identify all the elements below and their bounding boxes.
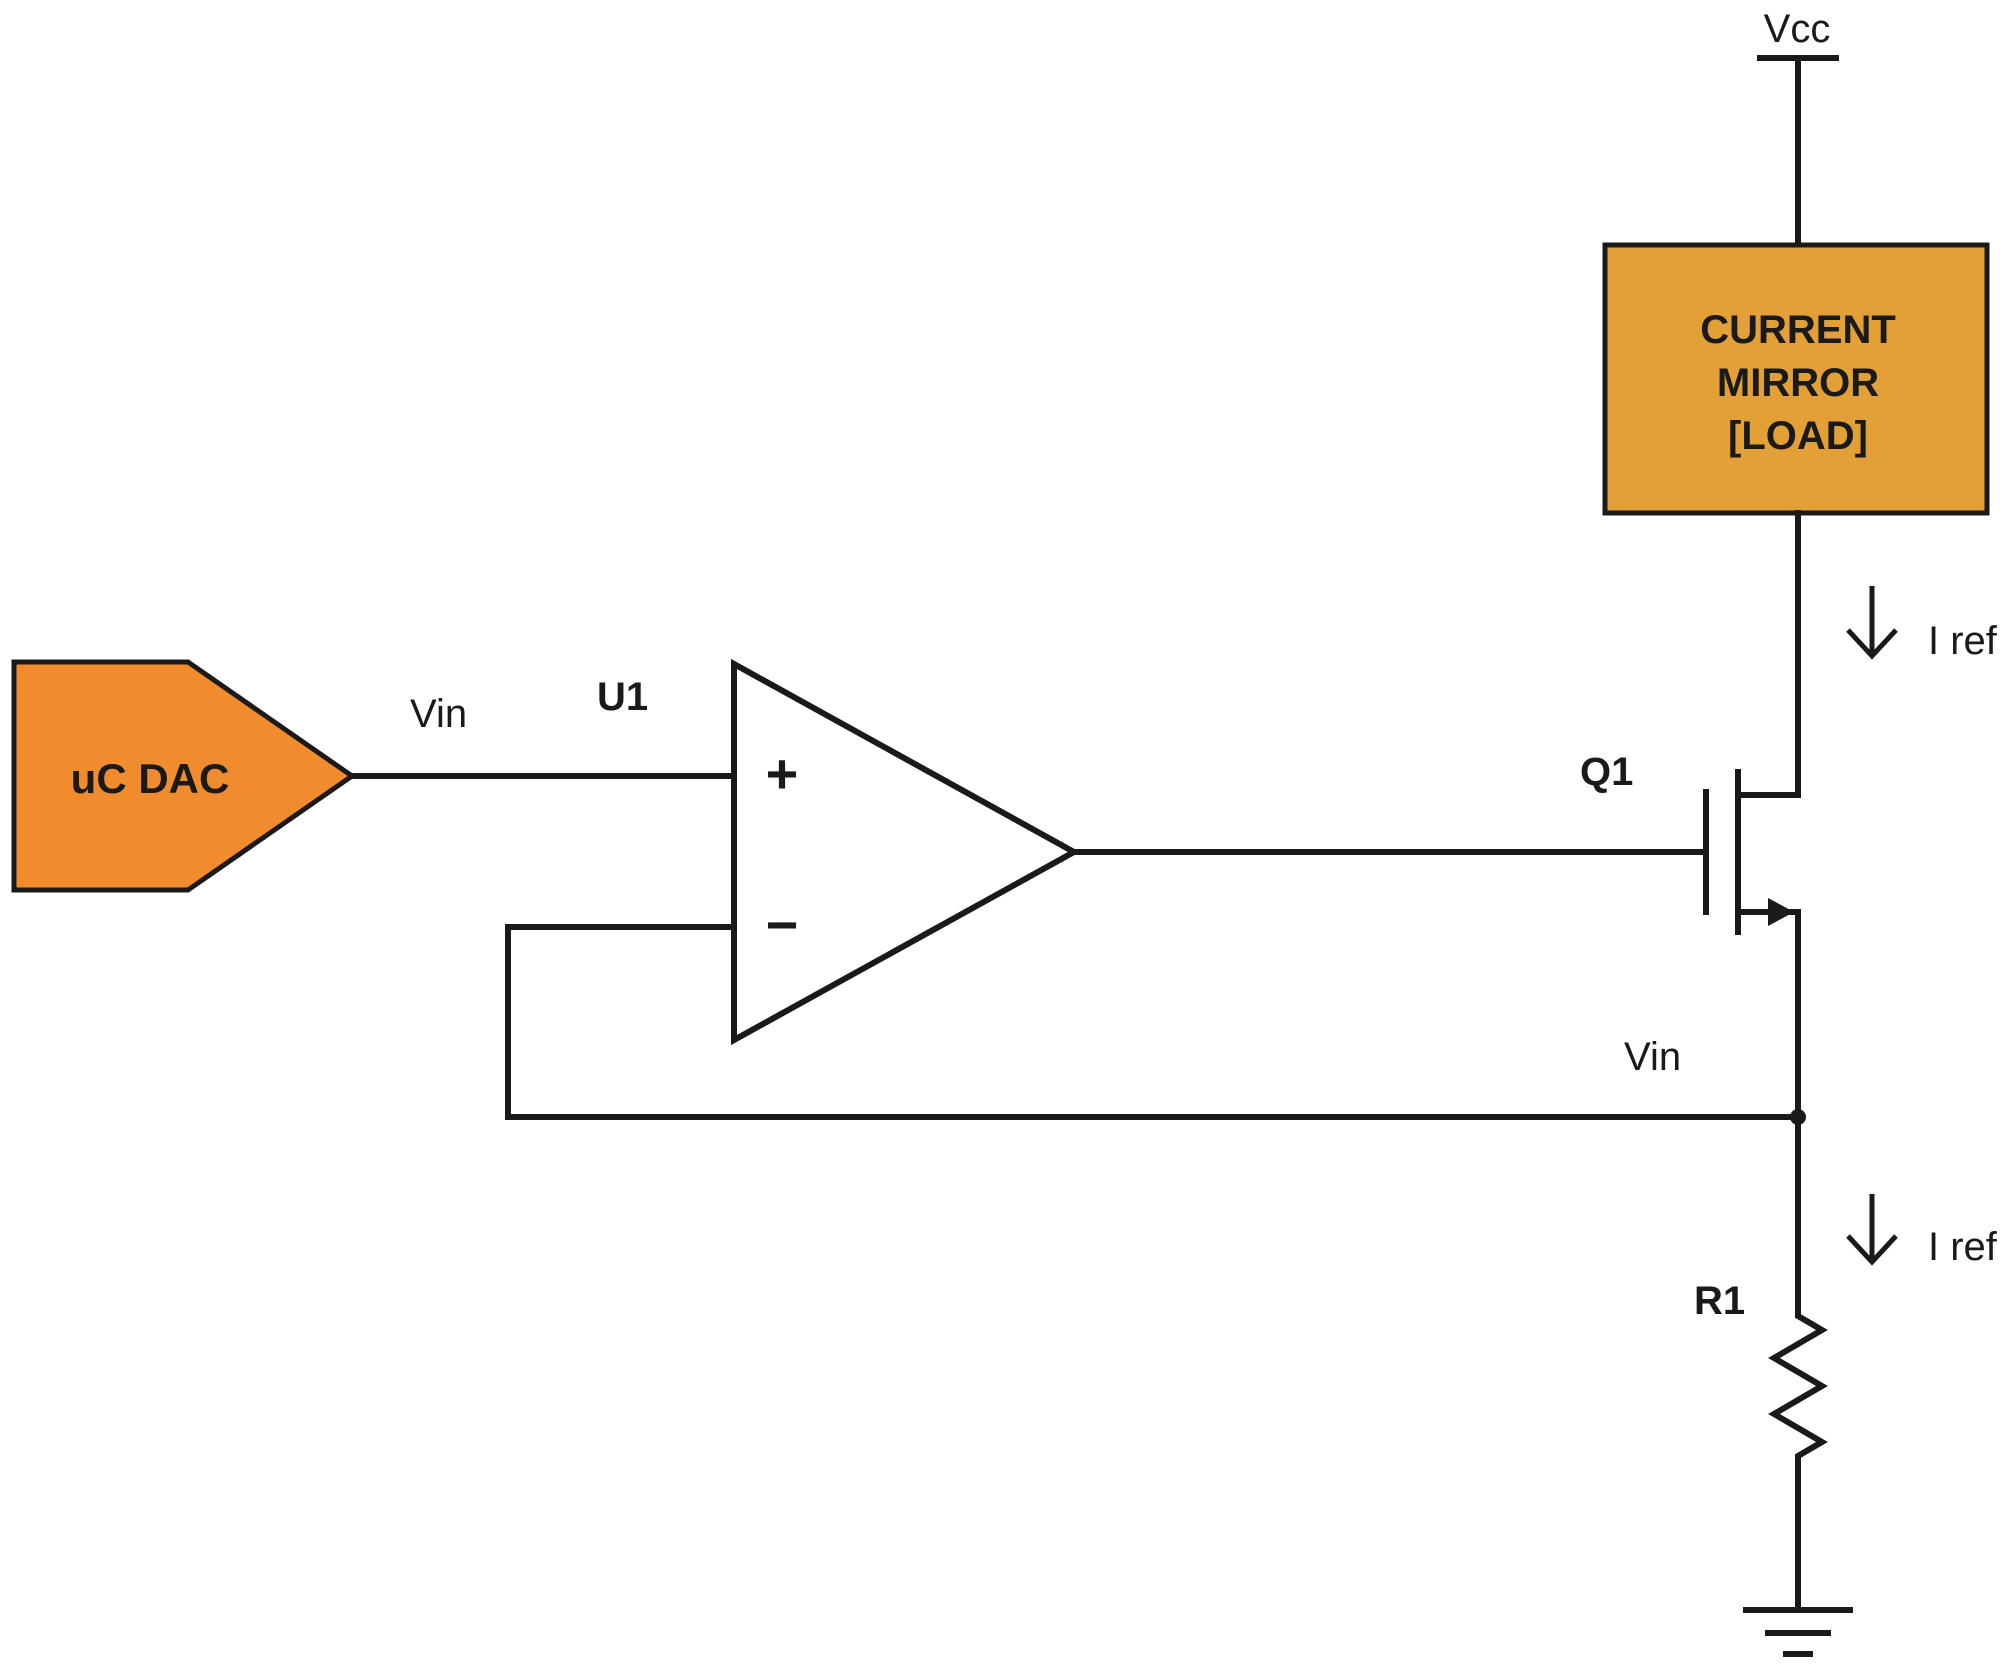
iref-top-label: I ref (1928, 619, 1998, 663)
vcc-label: Vcc (1764, 7, 1831, 51)
drain-wire (1735, 510, 1801, 798)
uc-dac-shape (11, 659, 357, 893)
op-amp-triangle (731, 658, 1081, 1046)
r1-label: R1 (1694, 1279, 1745, 1323)
current-mirror-line-2: MIRROR (1717, 361, 1879, 405)
vin-input-label: Vin (410, 692, 467, 736)
iref-top-arrow: I ref (1846, 586, 1998, 663)
source-arrow (1768, 898, 1794, 926)
vin-feedback-label: Vin (1624, 1035, 1681, 1079)
current-mirror-line-1: CURRENT (1700, 308, 1896, 352)
uc-dac-block: uC DAC (11, 659, 357, 893)
u1-label: U1 (597, 675, 648, 719)
inverting-input-symbol: − (766, 893, 799, 956)
op-amp-u1: + − U1 (597, 658, 1081, 1046)
uc-dac-label: uC DAC (71, 755, 230, 802)
q1-label: Q1 (1580, 750, 1633, 794)
ground-icon (1743, 1607, 1853, 1657)
non-inverting-input-symbol: + (766, 742, 799, 805)
iref-bottom-label: I ref (1928, 1225, 1998, 1269)
current-mirror-block: CURRENT MIRROR [LOAD] (1602, 242, 1990, 516)
vcc-supply: Vcc (1757, 7, 1839, 248)
resistor-r1: R1 (1694, 1114, 1828, 1613)
q1-mosfet: Q1 (1580, 750, 1801, 1120)
current-mirror-line-3: [LOAD] (1728, 414, 1868, 458)
current-mirror-box (1602, 242, 1990, 516)
iref-bottom-arrow: I ref (1846, 1194, 1998, 1269)
feedback-wire (505, 924, 1801, 1120)
